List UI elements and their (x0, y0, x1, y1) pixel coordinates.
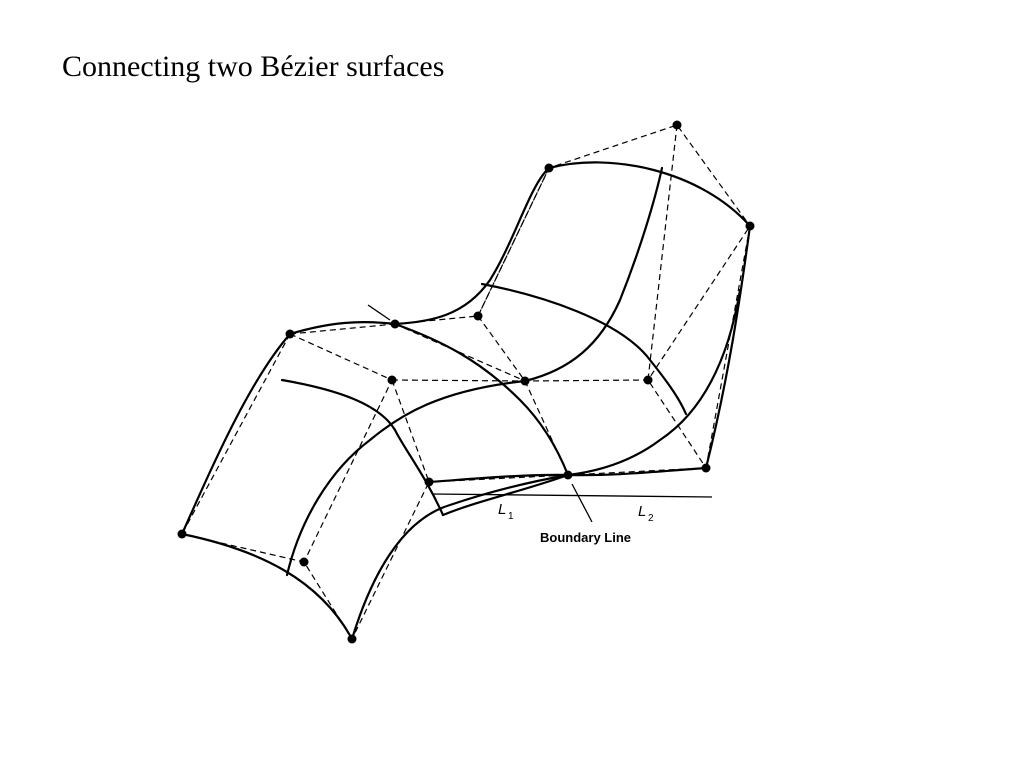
label-L2-subscript: 2 (648, 513, 654, 524)
surface-left-edge (180, 332, 292, 536)
control-point (745, 221, 755, 231)
label-L1: L 1 (498, 501, 514, 522)
iso-curve-v3 (480, 282, 688, 416)
control-point (424, 477, 434, 487)
label-L1-letter: L (498, 501, 506, 518)
pointer-arrow-top (367, 304, 391, 321)
control-point (347, 634, 357, 644)
control-net-row-5 (181, 533, 353, 640)
control-point (390, 319, 400, 329)
control-point (672, 120, 682, 130)
iso-curve-u1 (285, 379, 527, 577)
control-net-row-2 (394, 225, 751, 382)
control-points (177, 120, 755, 644)
surface-right-edge (704, 224, 752, 470)
control-point (285, 329, 295, 339)
control-net-col-2 (289, 333, 393, 563)
surface-top-edge (288, 161, 752, 336)
parameter-baseline (431, 483, 713, 523)
control-net-col-1 (181, 333, 291, 535)
control-net-row-3 (391, 379, 526, 382)
control-net-col-7 (705, 225, 751, 469)
control-point (299, 557, 309, 567)
control-point (643, 375, 653, 385)
iso-curve-u2 (523, 166, 664, 383)
control-net-col-5 (477, 167, 550, 317)
baseline-line (431, 493, 713, 498)
iso-curve-v2 (393, 322, 570, 477)
slide-title: Connecting two Bézier surfaces (62, 50, 445, 83)
surface-curves (180, 161, 752, 641)
control-point (563, 470, 573, 480)
control-net-row-4 (428, 467, 707, 483)
control-net-row-1 (289, 124, 751, 335)
surface-bottom-edge (180, 532, 354, 641)
control-point (473, 311, 483, 321)
label-L2-letter: L (638, 503, 646, 520)
boundary-pointer (571, 483, 593, 523)
surface-front-edge (350, 473, 570, 641)
label-L1-subscript: 1 (508, 511, 514, 522)
control-net-col-6 (647, 124, 707, 469)
iso-curve-v1 (280, 378, 445, 517)
label-L2: L 2 (638, 503, 654, 524)
control-point (177, 529, 187, 539)
iso-curve-u4 (566, 288, 742, 477)
control-point (544, 163, 554, 173)
control-point (701, 463, 711, 473)
control-net-col-4 (477, 315, 569, 476)
control-net-col-3 (351, 379, 430, 640)
control-point (387, 375, 397, 385)
boundary-line-label: Boundary Line (540, 530, 631, 545)
iso-curve-u3 (441, 473, 570, 517)
control-point (520, 376, 530, 386)
